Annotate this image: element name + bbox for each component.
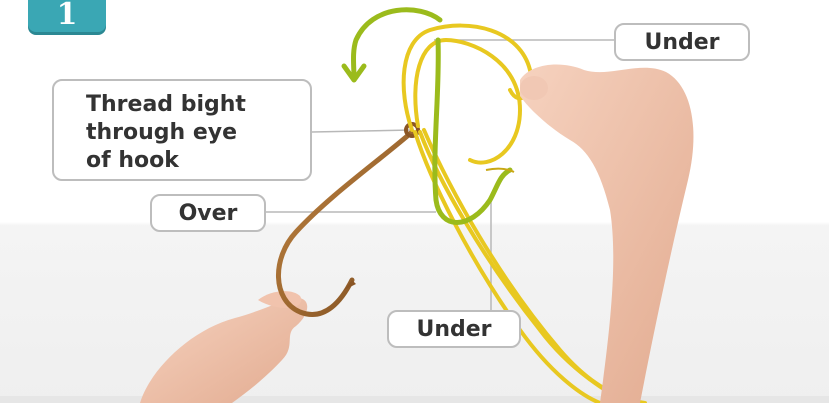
footer-band <box>0 396 829 403</box>
under-label-top: Under <box>614 23 750 61</box>
under-label-bottom: Under <box>387 310 521 348</box>
over-label: Over <box>150 194 266 232</box>
thread-bight-label: Thread bight through eye of hook <box>52 79 312 181</box>
step-number-badge: 1 <box>28 0 106 32</box>
step-number: 1 <box>57 0 78 32</box>
